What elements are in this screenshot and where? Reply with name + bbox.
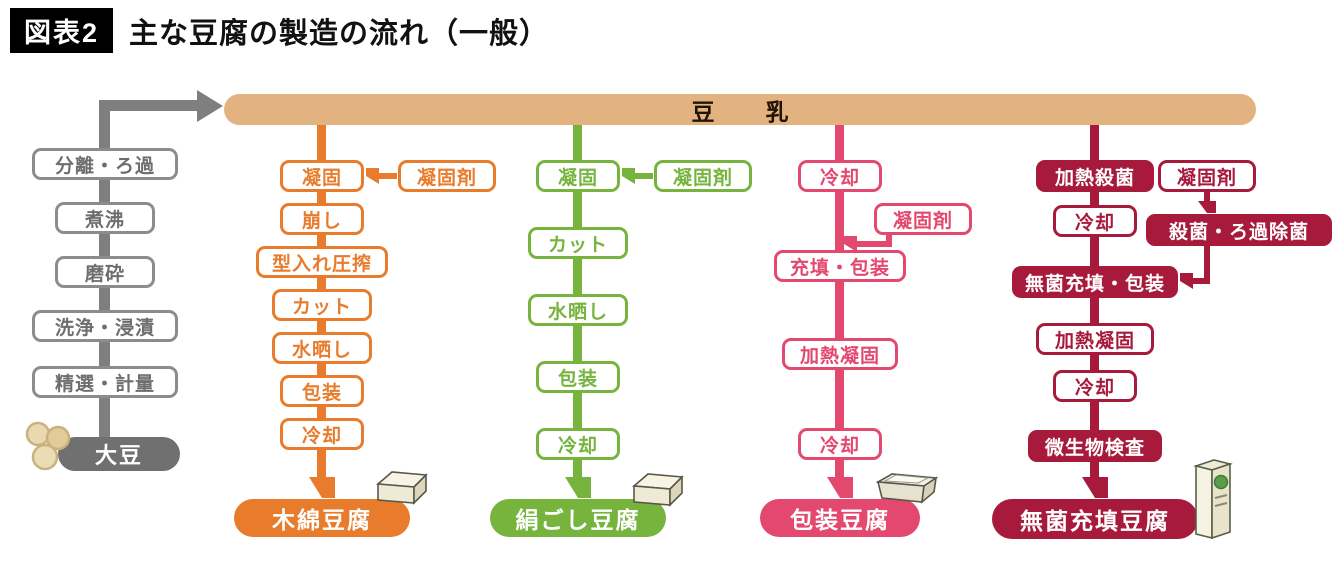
side-arrow-line <box>1204 246 1210 284</box>
aseptic-carton-icon <box>1193 459 1233 540</box>
momen-flow-arrow-icon <box>309 477 335 498</box>
tofu-block-icon <box>376 471 428 505</box>
step-box: 加熱殺菌 <box>1036 160 1154 192</box>
soybeans-icon <box>25 421 71 471</box>
step-box: 冷却 <box>280 418 364 450</box>
product-aseptic-tofu: 無菌充填豆腐 <box>992 499 1198 539</box>
step-box: 冷却 <box>798 428 882 460</box>
product-momen-tofu: 木綿豆腐 <box>234 499 410 537</box>
prep-step: 精選・計量 <box>32 366 178 398</box>
step-box: 加熱凝固 <box>1036 323 1154 355</box>
page-title: 主な豆腐の製造の流れ（一般） <box>129 17 550 50</box>
prep-step: 洗浄・浸漬 <box>32 310 178 342</box>
mukin-flow-arrow-icon <box>1082 477 1108 498</box>
step-box: 冷却 <box>1053 205 1137 237</box>
figure-header: 図表2 主な豆腐の製造の流れ（一般） <box>10 8 549 53</box>
step-box: 冷却 <box>1053 370 1137 402</box>
step-box: 水晒し <box>272 332 372 364</box>
step-box: カット <box>272 289 372 321</box>
coagulant-box: 凝固剤 <box>398 160 496 192</box>
figure-tag: 図表2 <box>10 8 114 53</box>
soymilk-bar: 豆 乳 <box>224 94 1256 125</box>
step-box: 無菌充填・包装 <box>1012 266 1178 298</box>
side-arrow-line <box>1192 278 1210 284</box>
step-box: 凝固 <box>280 160 364 192</box>
step-box: 水晒し <box>528 294 628 326</box>
prep-flow-arrow-icon <box>197 90 223 122</box>
coagulant-arrow-line <box>856 241 892 247</box>
step-box: 加熱凝固 <box>782 338 898 370</box>
step-box: 冷却 <box>536 428 620 460</box>
product-packed-tofu: 包装豆腐 <box>760 499 920 537</box>
side-arrow-icon <box>1198 201 1216 213</box>
step-box: 凝固 <box>536 160 620 192</box>
coagulant-arrow-icon <box>622 168 635 184</box>
product-silken-tofu: 絹ごし豆腐 <box>490 499 666 537</box>
step-box: 充填・包装 <box>774 250 906 282</box>
coagulant-box: 凝固剤 <box>874 203 972 235</box>
soybean-source: 大豆 <box>58 437 180 471</box>
prep-flow-line <box>99 100 199 111</box>
coagulant-arrow-line <box>379 173 397 179</box>
side-arrow-line <box>1204 192 1210 202</box>
side-arrow-icon <box>1180 273 1193 289</box>
packed-tofu-icon <box>876 473 938 504</box>
coagulant-arrow-icon <box>844 236 857 252</box>
coagulant-arrow-icon <box>366 168 379 184</box>
step-box: 崩し <box>280 203 364 235</box>
coagulant-box: 凝固剤 <box>1158 160 1256 192</box>
step-box: 冷却 <box>798 160 882 192</box>
step-box: カット <box>528 227 628 259</box>
kinugoshi-flow-arrow-icon <box>565 477 591 498</box>
step-box: 微生物検査 <box>1028 430 1162 462</box>
prep-step: 煮沸 <box>55 202 155 234</box>
hoso-flow-arrow-icon <box>827 477 853 498</box>
prep-step: 分離・ろ過 <box>32 148 178 180</box>
prep-step: 磨砕 <box>55 256 155 288</box>
mukin-flow-line <box>1090 125 1099 481</box>
hoso-flow-line <box>835 125 844 481</box>
step-box: 包装 <box>280 375 364 407</box>
coagulant-arrow-line <box>635 173 653 179</box>
step-box: 包装 <box>536 361 620 393</box>
coagulant-box: 凝固剤 <box>654 160 752 192</box>
step-box: 型入れ圧搾 <box>256 246 388 278</box>
side-process-box: 殺菌・ろ過除菌 <box>1146 214 1332 246</box>
tofu-block-icon <box>632 473 684 507</box>
